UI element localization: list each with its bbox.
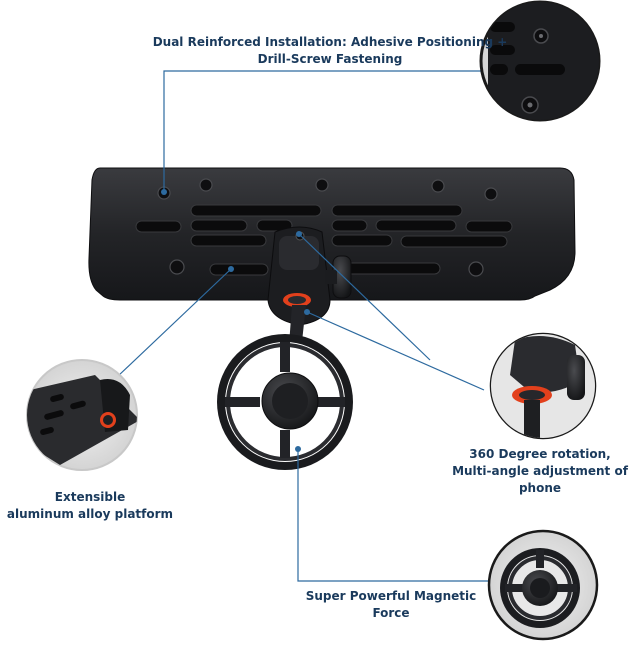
detail-rotation bbox=[489, 332, 597, 440]
callout-installation-line1: Dual Reinforced Installation: Adhesive P… bbox=[152, 35, 508, 49]
callout-rotation-line1: 360 Degree rotation, bbox=[469, 447, 611, 461]
callout-platform: Extensible aluminum alloy platform bbox=[0, 489, 180, 523]
leader-lines bbox=[116, 70, 503, 582]
detail-platform bbox=[26, 359, 138, 471]
callout-rotation: 360 Degree rotation, Multi-angle adjustm… bbox=[440, 446, 640, 497]
detail-installation bbox=[479, 0, 601, 122]
callout-platform-line2: aluminum alloy platform bbox=[6, 507, 174, 521]
callout-magnetic-line1: Super Powerful Magnetic Force bbox=[305, 589, 477, 620]
callout-installation: Dual Reinforced Installation: Adhesive P… bbox=[150, 34, 510, 68]
callout-platform-line1: Extensible bbox=[54, 490, 126, 504]
callout-installation-line2: Drill-Screw Fastening bbox=[257, 52, 403, 66]
callout-rotation-line2: Multi-angle adjustment of phone bbox=[452, 464, 628, 495]
callout-magnetic: Super Powerful Magnetic Force bbox=[296, 588, 486, 622]
mounting-plate bbox=[88, 167, 576, 301]
leader-dots bbox=[161, 189, 310, 315]
magnetic-ring-head bbox=[217, 334, 353, 470]
detail-magnetic bbox=[487, 529, 599, 641]
